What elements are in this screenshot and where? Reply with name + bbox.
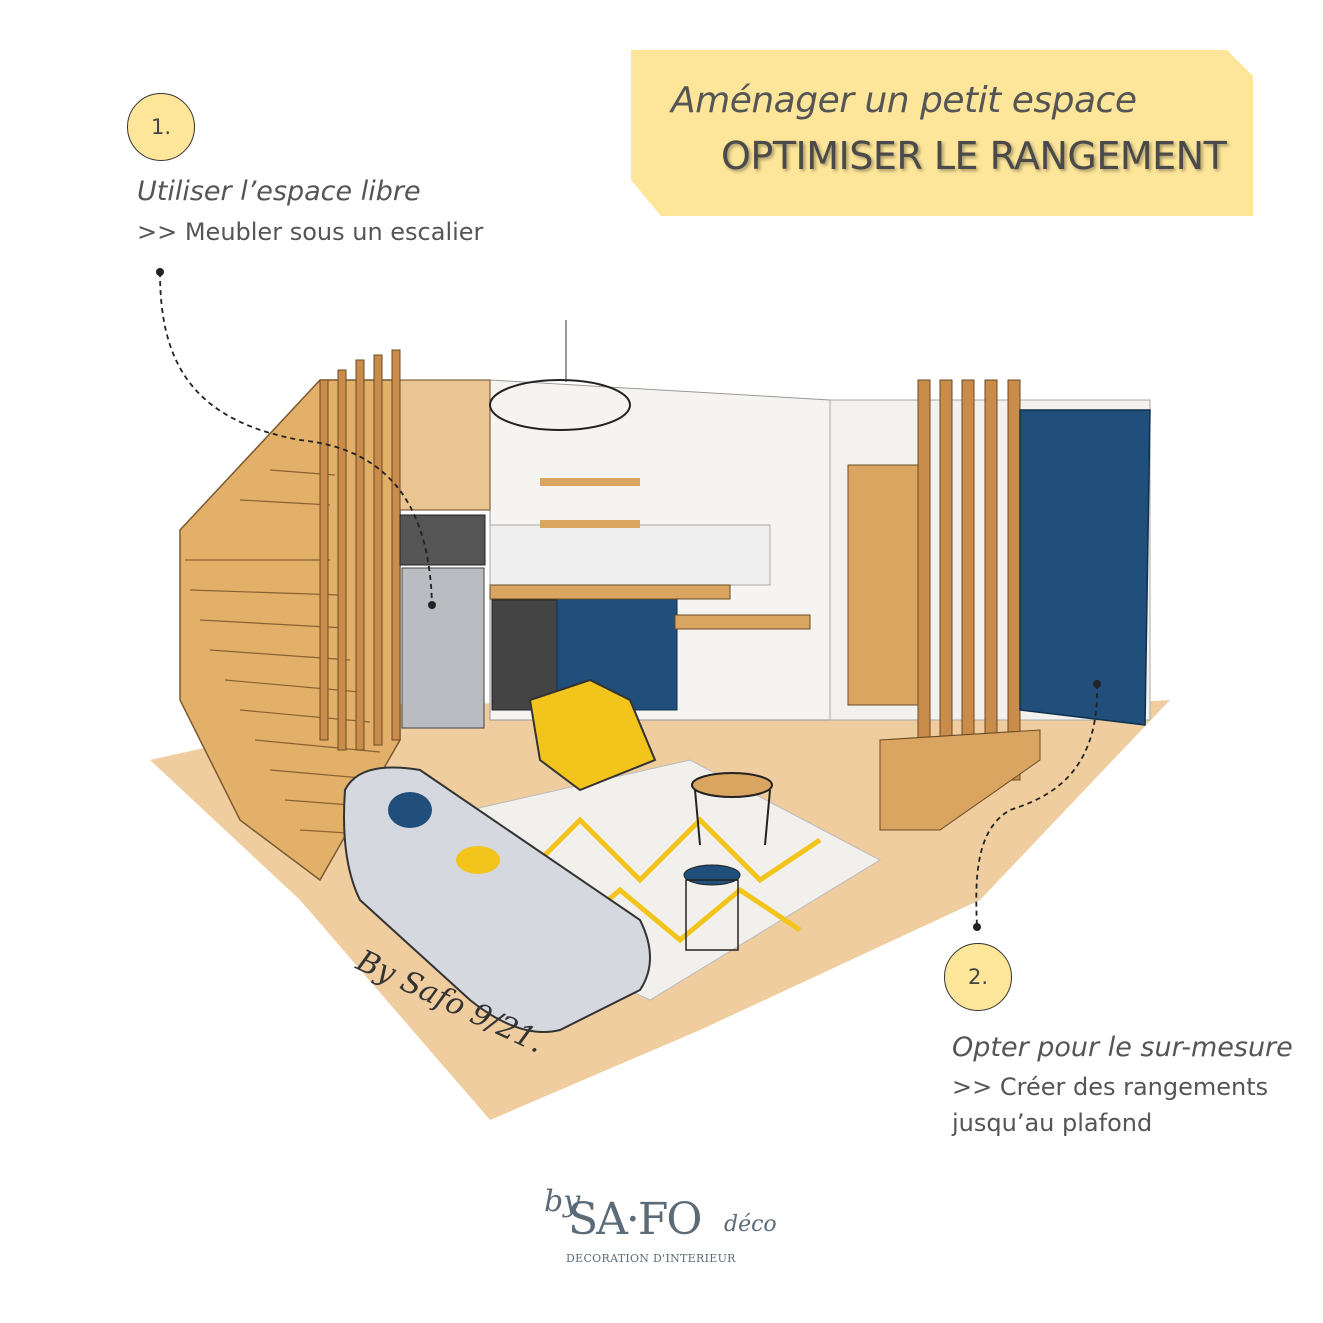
countertop — [489, 584, 731, 600]
logo-tagline: DECORATION D'INTERIEUR — [566, 1252, 736, 1265]
wooden-bench — [879, 729, 1041, 831]
wall-shelf — [540, 520, 640, 528]
tip-1-number-badge: 1. — [127, 93, 195, 161]
coffee-table — [691, 772, 773, 798]
oven — [491, 599, 558, 711]
backsplash — [489, 524, 771, 586]
tip-1-heading: Utiliser l’espace libre — [137, 176, 421, 207]
wall-shelf — [540, 478, 640, 486]
tip-2-detail-line1: >> Créer des rangements — [952, 1073, 1269, 1101]
yellow-cushion — [456, 846, 500, 874]
side-table — [683, 864, 741, 886]
logo-brand: SA·FO — [568, 1194, 703, 1245]
banner-subtitle: Aménager un petit espace — [671, 80, 1137, 121]
wood-slats-right — [917, 379, 1021, 781]
logo-by: by — [544, 1184, 581, 1219]
logo-deco: déco — [724, 1212, 777, 1237]
door — [847, 464, 919, 706]
tip-2-heading: Opter pour le sur-mesure — [952, 1032, 1293, 1063]
pendant-lamp — [489, 379, 631, 431]
blue-tall-cabinet — [1019, 409, 1151, 726]
grey-sofa — [343, 766, 651, 1033]
tip-2-number-badge: 2. — [944, 943, 1012, 1011]
leader-line-1 — [159, 271, 433, 606]
bar-table — [674, 614, 811, 630]
leader-line-2 — [975, 683, 1098, 928]
fridge — [401, 567, 485, 729]
shelving-unit — [399, 379, 491, 511]
title-banner: Aménager un petit espace OPTIMISER LE RA… — [631, 50, 1253, 216]
blue-cushion — [388, 792, 432, 828]
yellow-armchair — [528, 678, 657, 792]
banner-title: OPTIMISER LE RANGEMENT — [721, 134, 1227, 178]
microwave — [399, 514, 486, 566]
tip-1-detail: >> Meubler sous un escalier — [137, 218, 484, 246]
brand-logo: by SA·FO déco DECORATION D'INTERIEUR — [540, 1180, 790, 1270]
tip-2-detail-line2: jusqu’au plafond — [952, 1109, 1153, 1137]
